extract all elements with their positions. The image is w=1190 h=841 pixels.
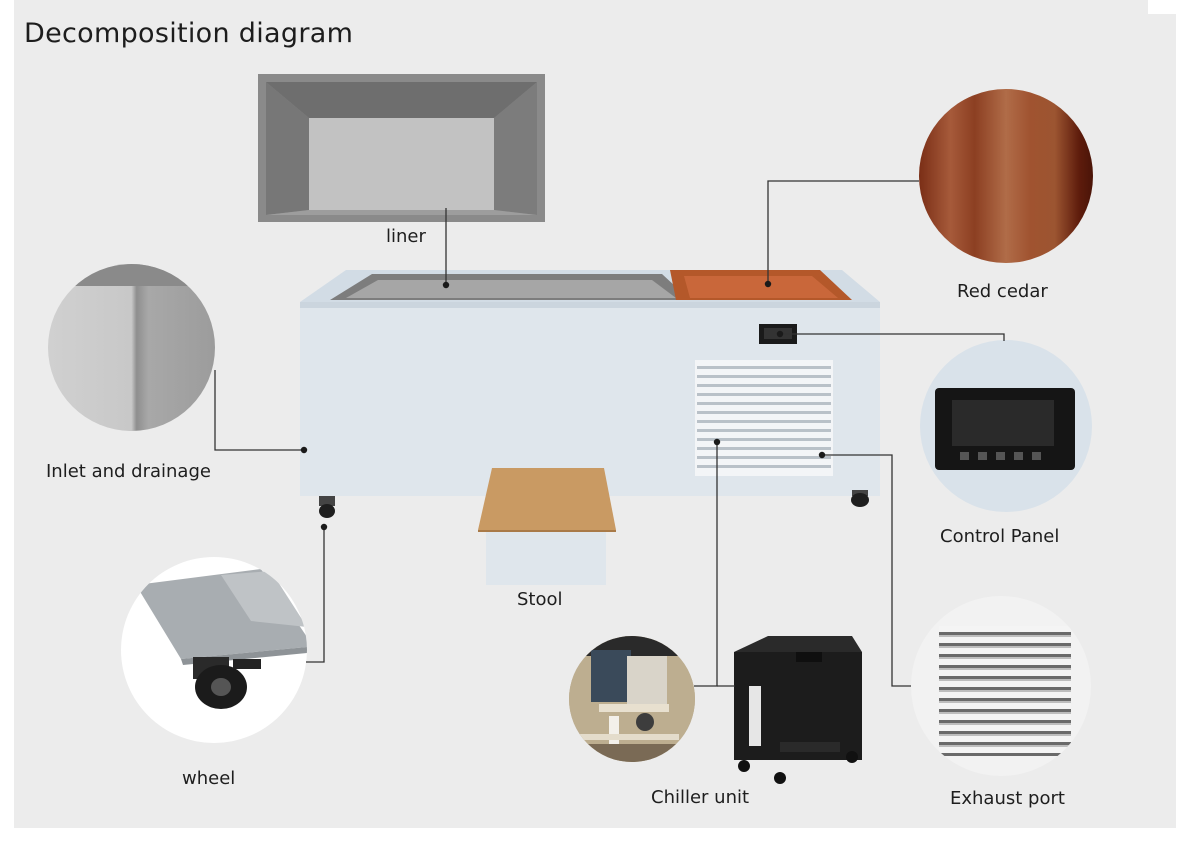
control-panel-closeup <box>920 340 1092 512</box>
liner-label: liner <box>386 226 426 247</box>
chiller-interior-closeup <box>569 636 695 762</box>
corner-white-bottom <box>0 760 14 841</box>
exhaust-port-label: Exhaust port <box>950 788 1065 809</box>
red-cedar-closeup <box>919 89 1093 263</box>
wheel-closeup <box>121 557 307 743</box>
inlet-drainage-label: Inlet and drainage <box>46 461 211 482</box>
stool-label: Stool <box>517 589 563 610</box>
chiller-unit-label: Chiller unit <box>651 787 750 808</box>
wheel-label: wheel <box>182 768 236 789</box>
inlet-drainage-closeup <box>48 264 215 431</box>
exhaust-port-closeup <box>911 596 1091 776</box>
red-cedar-label: Red cedar <box>957 281 1048 302</box>
control-panel-label: Control Panel <box>940 526 1060 547</box>
diagram-title: Decomposition diagram <box>24 18 354 49</box>
corner-white-top <box>1148 0 1190 14</box>
